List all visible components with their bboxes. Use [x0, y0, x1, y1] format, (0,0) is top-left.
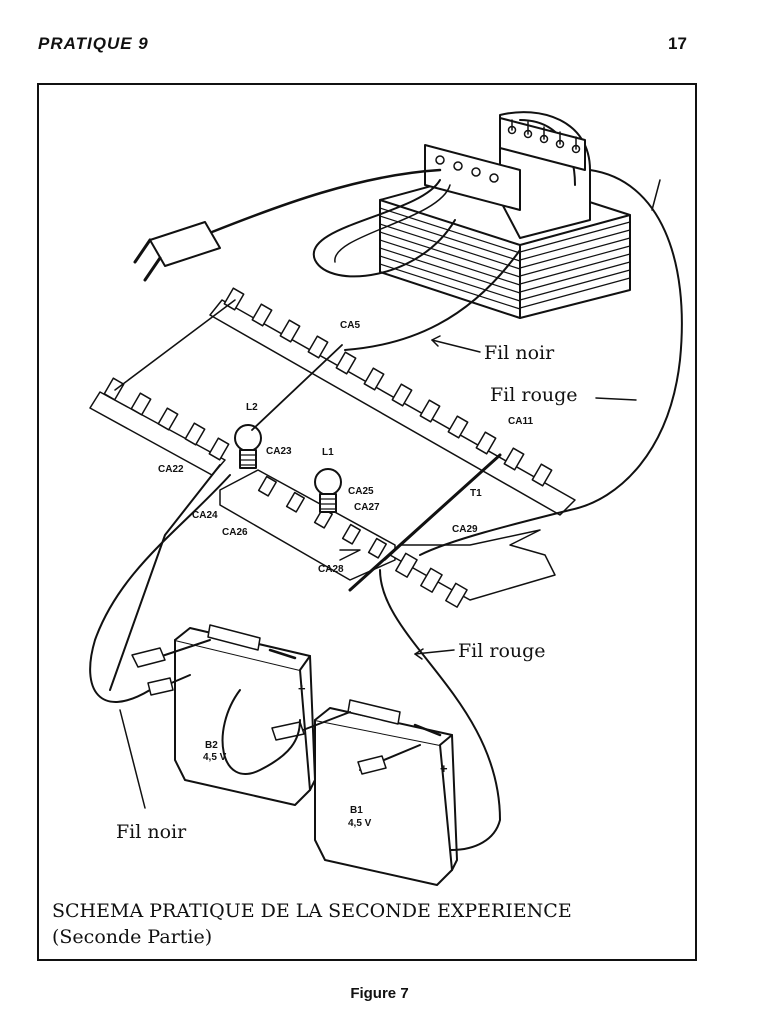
lamp-l1	[314, 468, 342, 513]
label-ca11: CA11	[508, 416, 533, 427]
battery-b1	[271, 699, 458, 886]
terminal-strip-left	[89, 377, 230, 476]
caption-line-2: (Seconde Partie)	[52, 926, 213, 948]
label-b2-voltage: 4,5 V	[203, 752, 227, 763]
label-b1-voltage: 4,5 V	[348, 818, 372, 829]
label-ca29: CA29	[452, 524, 478, 535]
label-b2-plus: +	[298, 681, 306, 696]
label-b1-plus: +	[440, 761, 448, 776]
label-b2: B2	[205, 740, 218, 751]
label-ca22: CA22	[158, 464, 184, 475]
label-ca25: CA25	[348, 486, 374, 497]
label-l1: L1	[322, 447, 334, 458]
label-ca5: CA5	[340, 320, 360, 331]
label-ca27: CA27	[354, 502, 380, 513]
label-fil-noir-bottom: Fil noir	[116, 821, 187, 843]
section-title: PRATIQUE 9	[38, 34, 149, 53]
label-fil-rouge-top: Fil rouge	[490, 384, 578, 406]
lamp-board	[219, 469, 396, 581]
mains-plug	[133, 168, 442, 282]
label-fil-rouge-bottom: Fil rouge	[458, 640, 546, 662]
battery-b2	[131, 624, 316, 806]
transformer	[379, 111, 631, 319]
terminal-block-right	[389, 529, 556, 608]
label-l2: L2	[246, 402, 258, 413]
label-fil-noir-top: Fil noir	[484, 342, 555, 364]
label-t1: T1	[470, 488, 482, 499]
label-ca23: CA23	[266, 446, 292, 457]
figure-label: Figure 7	[350, 985, 409, 1002]
figure-caption: SCHEMA PRATIQUE DE LA SECONDE EXPERIENCE…	[52, 898, 572, 950]
figure-frame	[37, 83, 697, 961]
label-ca28: CA28	[318, 564, 344, 575]
lamp-l2	[234, 424, 262, 469]
label-ca26: CA26	[222, 527, 248, 538]
page-number: 17	[668, 34, 687, 53]
caption-line-1: SCHEMA PRATIQUE DE LA SECONDE EXPERIENCE	[52, 900, 572, 922]
label-ca24: CA24	[192, 510, 218, 521]
label-b1: B1	[350, 805, 363, 816]
